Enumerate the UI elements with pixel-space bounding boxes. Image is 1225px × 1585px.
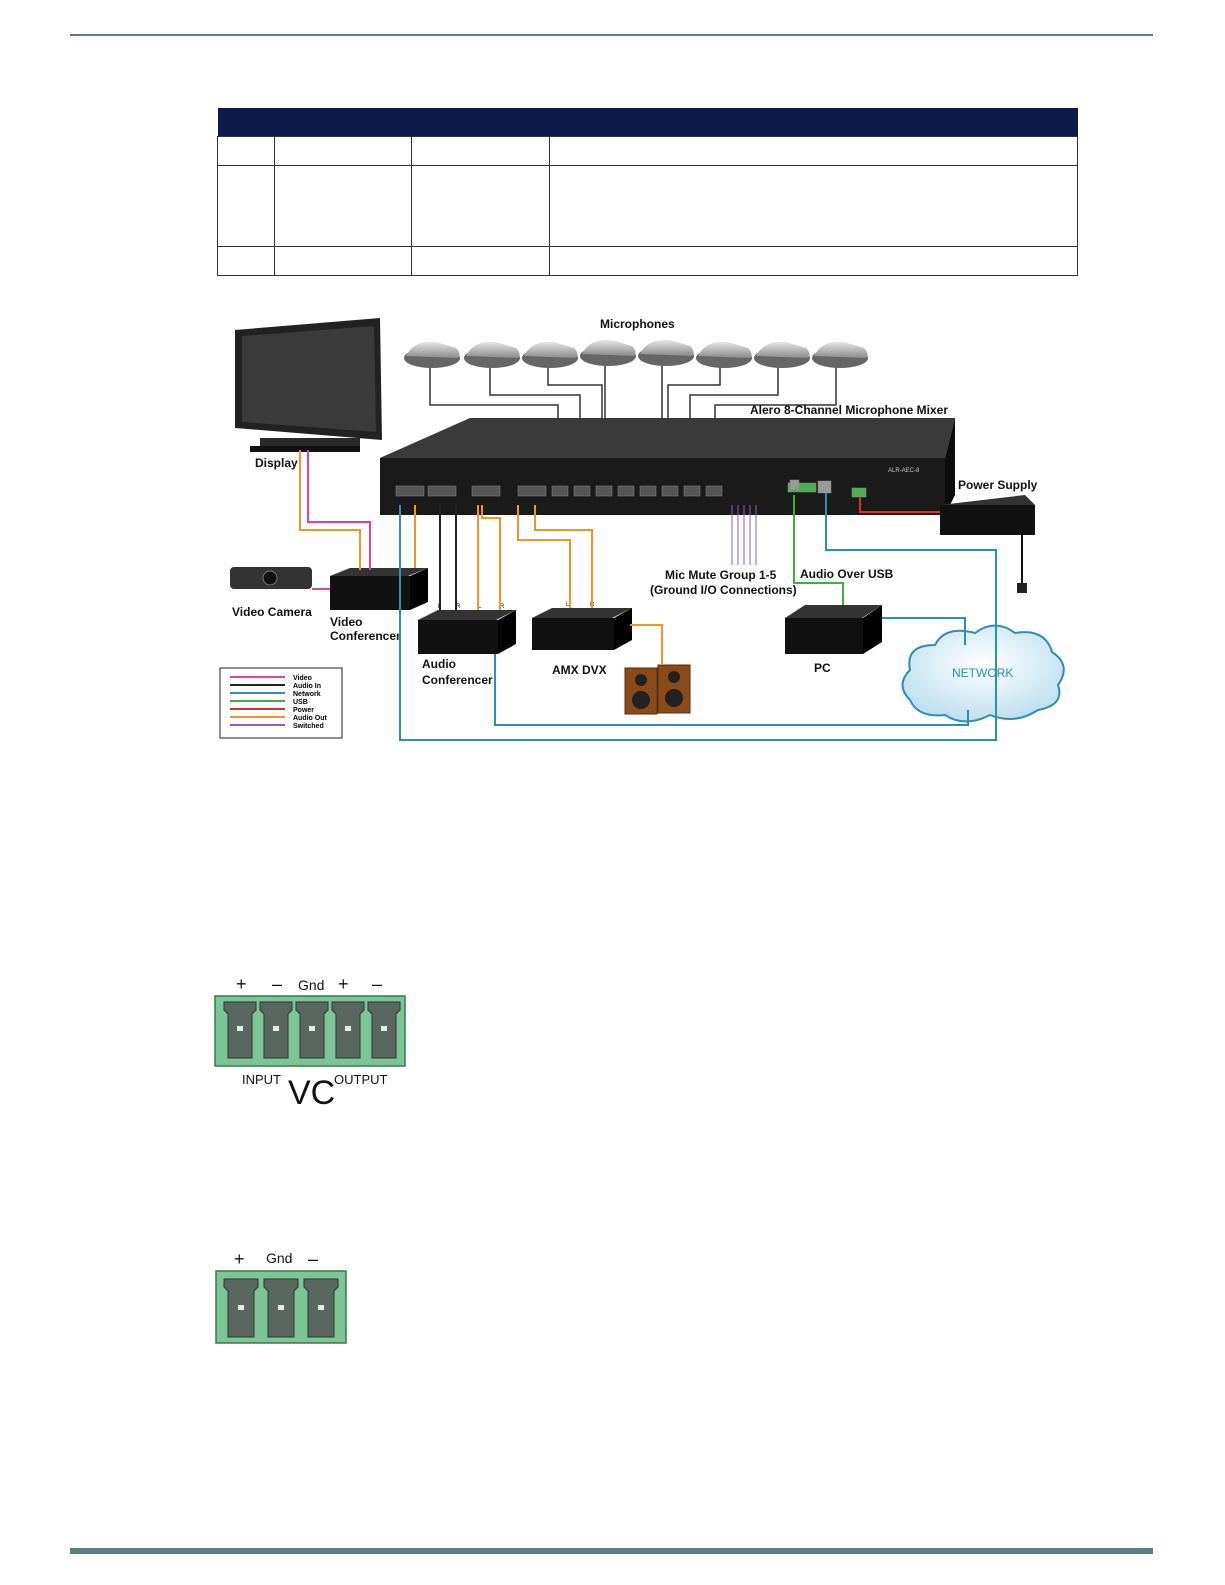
legend-item: Power xyxy=(230,707,314,714)
power-plug-head xyxy=(1017,583,1027,593)
pin-label: + xyxy=(338,974,349,994)
vc-label: VC xyxy=(288,1074,335,1110)
microphone-icon xyxy=(580,339,636,366)
table-cell xyxy=(411,246,550,276)
header-rule xyxy=(70,34,1153,36)
svg-text:Network: Network xyxy=(293,691,321,698)
pin-label: – xyxy=(308,1249,318,1269)
display-icon xyxy=(235,318,382,452)
legend-item: Video xyxy=(230,675,312,682)
amx-dvx-icon xyxy=(532,608,632,650)
table-cell xyxy=(217,246,275,276)
cables xyxy=(299,450,997,741)
lr-label: R xyxy=(500,604,505,610)
table-row xyxy=(217,136,1078,166)
pc-icon xyxy=(785,605,882,654)
legend-item: Audio Out xyxy=(230,715,327,722)
microphone-icon xyxy=(812,341,868,368)
video-camera-label: Video Camera xyxy=(232,605,312,619)
svg-text:Audio In: Audio In xyxy=(293,683,321,690)
microphones-label: Microphones xyxy=(600,317,675,331)
mixer-ports xyxy=(395,479,867,498)
table-cell xyxy=(411,136,550,166)
video-conferencer-icon xyxy=(330,568,428,610)
legend-item: Switched xyxy=(230,723,324,730)
vc-connector-5pin: + – Gnd + – INPUT VC OUTPUT xyxy=(214,974,406,1110)
table-row xyxy=(217,246,1078,276)
table-row xyxy=(217,165,1078,247)
microphone-icon xyxy=(696,341,752,368)
table-cell xyxy=(411,165,550,247)
amx-dvx-label: AMX DVX xyxy=(552,663,607,677)
table-header-cell xyxy=(549,108,1078,137)
legend-item: USB xyxy=(230,699,308,706)
pin-label: + xyxy=(234,1249,245,1269)
table-cell xyxy=(549,136,1078,166)
speakers-icon xyxy=(624,664,691,715)
connector-3pin: + Gnd – xyxy=(215,1249,347,1344)
svg-text:Power: Power xyxy=(293,707,314,714)
table-header-cell xyxy=(274,108,412,137)
pin-screws xyxy=(237,1026,387,1031)
pin-label: Gnd xyxy=(298,977,324,993)
power-supply-label: Power Supply xyxy=(958,478,1038,492)
svg-text:Audio Out: Audio Out xyxy=(293,715,327,722)
display-label: Display xyxy=(255,456,298,470)
svg-text:Switched: Switched xyxy=(293,723,324,730)
pin-label: Gnd xyxy=(266,1250,292,1266)
mixer-unit xyxy=(380,418,955,515)
legend: Video Audio In Network USB Power Audio O… xyxy=(219,667,343,739)
table-header-row xyxy=(217,108,1078,137)
microphone-icon xyxy=(638,339,694,366)
table-header-cell xyxy=(411,108,550,137)
table-cell xyxy=(217,165,275,247)
mic-mute-label: Mic Mute Group 1-5(Ground I/O Connection… xyxy=(650,568,797,597)
microphones-group xyxy=(404,339,868,368)
pin-screws xyxy=(238,1305,324,1310)
legend-item: Network xyxy=(230,691,321,698)
pin-label: – xyxy=(372,974,382,994)
pin-label: – xyxy=(272,974,282,994)
spec-table xyxy=(217,108,1078,276)
svg-text:USB: USB xyxy=(293,699,308,706)
table-cell xyxy=(217,136,275,166)
lr-label: R xyxy=(456,604,461,610)
audio-over-usb-label: Audio Over USB xyxy=(800,567,894,581)
power-supply-icon xyxy=(940,495,1035,535)
input-label: INPUT xyxy=(242,1072,281,1087)
mixer-label: Alero 8-Channel Microphone Mixer xyxy=(750,403,948,417)
table-cell xyxy=(549,246,1078,276)
lr-label: L xyxy=(478,604,482,610)
table-cell xyxy=(274,165,412,247)
table-cell xyxy=(274,246,412,276)
network-cloud-icon xyxy=(901,624,1065,723)
pc-label: PC xyxy=(814,661,831,675)
model-label: ALR-AEC-8 xyxy=(888,468,920,474)
output-label: OUTPUT xyxy=(334,1072,388,1087)
legend-item: Audio In xyxy=(230,683,321,690)
wiring-diagram: Microphones Alero 8-Channel Microphone M… xyxy=(219,317,1065,741)
microphone-icon xyxy=(754,341,810,368)
svg-text:Video: Video xyxy=(293,675,312,682)
microphone-icon xyxy=(522,341,578,368)
pin-label: + xyxy=(236,974,247,994)
table-cell xyxy=(274,136,412,166)
table-header-cell xyxy=(217,108,275,137)
lr-label: L xyxy=(566,602,570,608)
table-cell xyxy=(549,165,1078,247)
microphone-icon xyxy=(404,341,460,368)
video-camera-icon xyxy=(230,567,312,589)
footer-rule xyxy=(70,1548,1153,1554)
network-label: NETWORK xyxy=(952,666,1013,680)
audio-conferencer-icon xyxy=(418,610,516,654)
microphone-icon xyxy=(464,341,520,368)
